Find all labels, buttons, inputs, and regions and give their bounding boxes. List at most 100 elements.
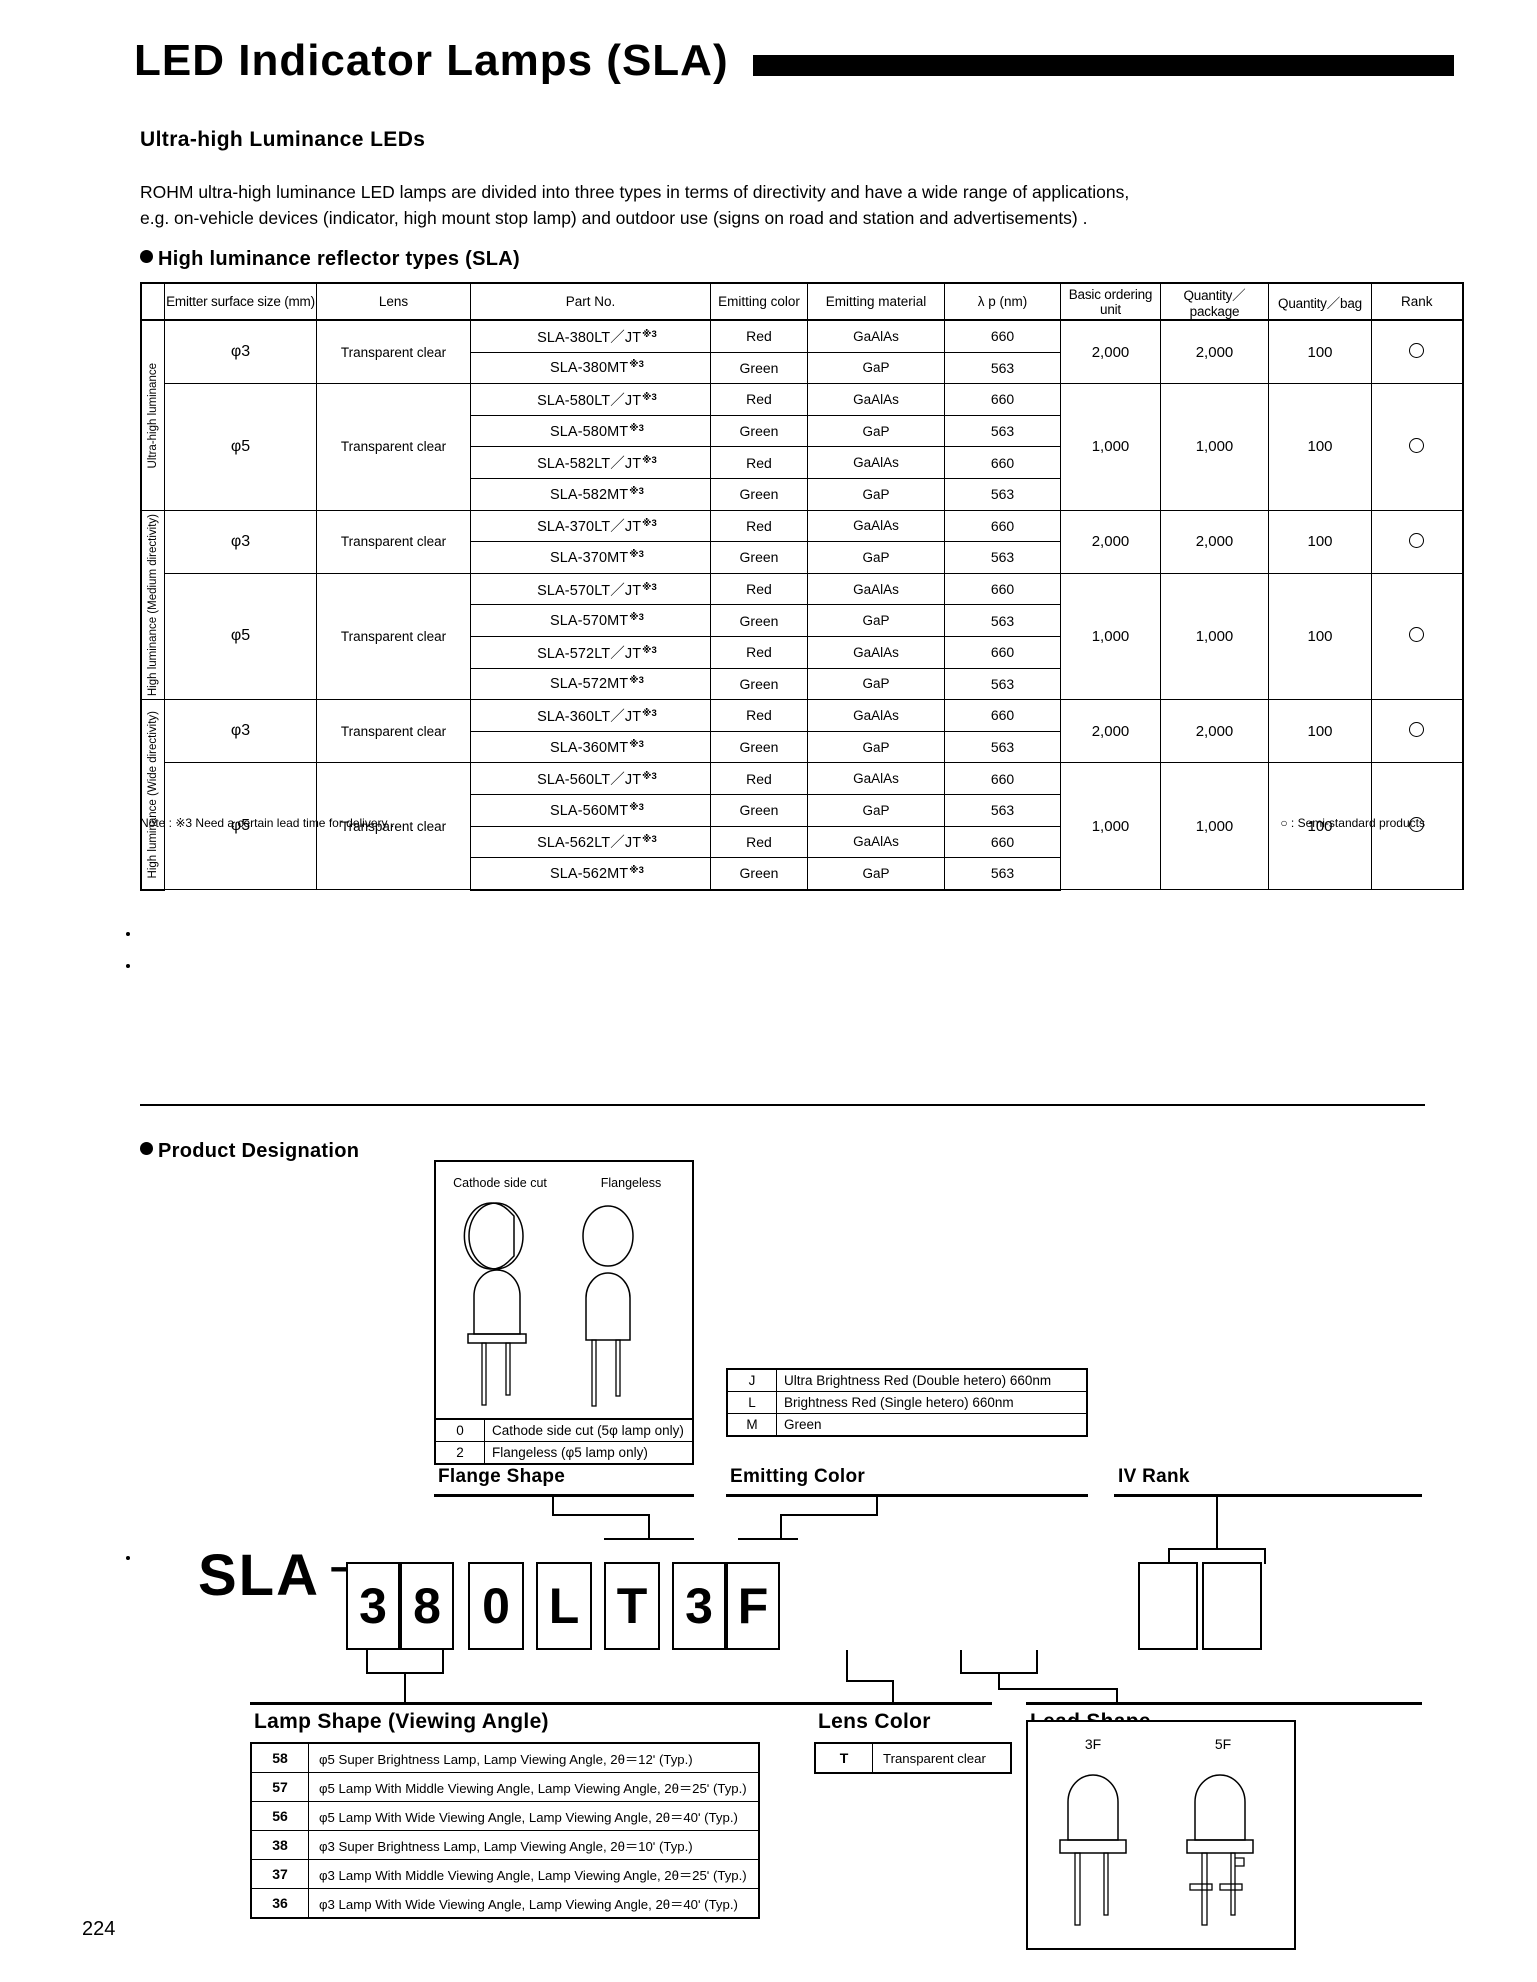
part-number-cell: SLA-562LT／JT※3 [470, 825, 711, 859]
quantity-package-cell: 1,000 [1160, 383, 1269, 511]
lamp-shape-key: 57 [250, 1772, 309, 1802]
semi-standard-circle-icon [1409, 532, 1425, 548]
code-prefix: SLA [198, 1543, 320, 1608]
emitting-color-cell: Green [710, 477, 808, 511]
lamp-shape-rule [250, 1702, 818, 1705]
quantity-bag-cell: 100 [1268, 319, 1372, 385]
quantity-bag-cell: 100 [1268, 762, 1372, 891]
column-header: Rank [1371, 282, 1464, 321]
connector-line [846, 1650, 849, 1682]
connector-line [780, 1514, 878, 1517]
table-notes: Note : ※3 Need a certain lead time for d… [140, 816, 1425, 830]
iv-rank-box-2 [1202, 1562, 1262, 1650]
column-header: Quantity／package [1160, 282, 1269, 321]
peak-wavelength-cell: 563 [944, 351, 1061, 385]
iv-rank-rule [1114, 1494, 1422, 1497]
code-box-2: 8 [400, 1562, 454, 1650]
emitting-color-title: Emitting Color [730, 1466, 866, 1487]
connector-line [604, 1538, 694, 1541]
lens-color-key: T [814, 1742, 873, 1774]
part-number-cell: SLA-570LT／JT※3 [470, 572, 711, 606]
emitting-color-rule [726, 1494, 1088, 1497]
emitting-material-cell: GaAlAs [807, 319, 945, 353]
connector-line [1116, 1688, 1119, 1704]
connector-line [404, 1672, 407, 1704]
connector-line [876, 1494, 879, 1516]
part-number-cell: SLA-572LT／JT※3 [470, 635, 711, 669]
emitting-color-cell: Green [710, 793, 808, 827]
lens-cell: Transparent clear [316, 572, 471, 701]
emitting-color-cell: Green [710, 541, 808, 574]
title-rule [752, 54, 1454, 76]
part-number-cell: SLA-360MT※3 [470, 730, 711, 764]
reflector-heading-label: High luminance reflector types (SLA) [158, 248, 520, 270]
emitting-material-cell: GaAlAs [807, 762, 945, 795]
group-label: High luminance (Medium directivity) [140, 509, 165, 701]
section-subtitle: Ultra-high Luminance LEDs [140, 128, 426, 151]
part-number-cell: SLA-380LT／JT※3 [470, 319, 711, 353]
connector-line [1264, 1548, 1267, 1564]
semi-standard-circle-icon [1409, 817, 1425, 833]
lamp-shape-desc: φ3 Lamp With Wide Viewing Angle, Lamp Vi… [308, 1888, 760, 1919]
emitting-material-cell: GaAlAs [807, 509, 945, 543]
semi-standard-circle-icon [1409, 343, 1425, 359]
quantity-bag-cell: 100 [1268, 383, 1372, 511]
basic-ordering-unit-cell: 1,000 [1060, 762, 1161, 891]
emitting-color-cell: Red [710, 572, 808, 606]
lens-cell: Transparent clear [316, 762, 471, 891]
code-box-3: 0 [468, 1562, 524, 1650]
emitting-material-cell: GaAlAs [807, 572, 945, 606]
basic-ordering-unit-cell: 1,000 [1060, 383, 1161, 511]
lens-cell: Transparent clear [316, 699, 471, 764]
emitting-color-cell: Red [710, 825, 808, 859]
bullet-dot-icon [140, 250, 153, 263]
lens-color-desc: Transparent clear [872, 1742, 1012, 1774]
basic-ordering-unit-cell: 2,000 [1060, 319, 1161, 385]
column-header [140, 282, 165, 321]
emitting-material-cell: GaP [807, 477, 945, 511]
code-box-4: L [536, 1562, 592, 1650]
part-number-cell: SLA-560LT／JT※3 [470, 762, 711, 795]
connector-line [892, 1680, 895, 1704]
emitting-color-cell: Green [710, 730, 808, 764]
lamp-shape-desc: φ3 Super Brightness Lamp, Lamp Viewing A… [308, 1830, 760, 1860]
connector-line [648, 1514, 651, 1540]
connector-line [738, 1538, 798, 1541]
emitting-color-cell: Green [710, 351, 808, 385]
emitting-material-cell: GaP [807, 793, 945, 827]
emitting-color-cell: Green [710, 414, 808, 448]
part-number-cell: SLA-582LT／JT※3 [470, 446, 711, 479]
part-number-cell: SLA-380MT※3 [470, 351, 711, 385]
peak-wavelength-cell: 660 [944, 383, 1061, 416]
quantity-package-cell: 2,000 [1160, 699, 1269, 764]
lead-shape-rule [1026, 1702, 1422, 1705]
column-header: λ p (nm) [944, 282, 1061, 321]
iv-rank-title: IV Rank [1118, 1466, 1190, 1487]
emitter-size-cell: φ5 [164, 383, 317, 511]
peak-wavelength-cell: 563 [944, 541, 1061, 574]
product-designation-label: Product Designation [158, 1140, 360, 1162]
connector-line [998, 1688, 1118, 1691]
lamp-shape-key: 56 [250, 1801, 309, 1831]
reflector-section-heading: High luminance reflector types (SLA) [140, 248, 520, 271]
emitting-color-cell: Red [710, 699, 808, 732]
part-number-cell: SLA-572MT※3 [470, 667, 711, 701]
connector-line [366, 1650, 369, 1674]
scan-artifact-dot [126, 1556, 130, 1560]
basic-ordering-unit-cell: 1,000 [1060, 572, 1161, 701]
emitting-material-cell: GaP [807, 604, 945, 637]
emitting-color-cell: Red [710, 762, 808, 795]
emitting-color-desc: Green [776, 1413, 1088, 1437]
rank-cell [1371, 572, 1464, 701]
emitting-material-cell: GaP [807, 857, 945, 891]
